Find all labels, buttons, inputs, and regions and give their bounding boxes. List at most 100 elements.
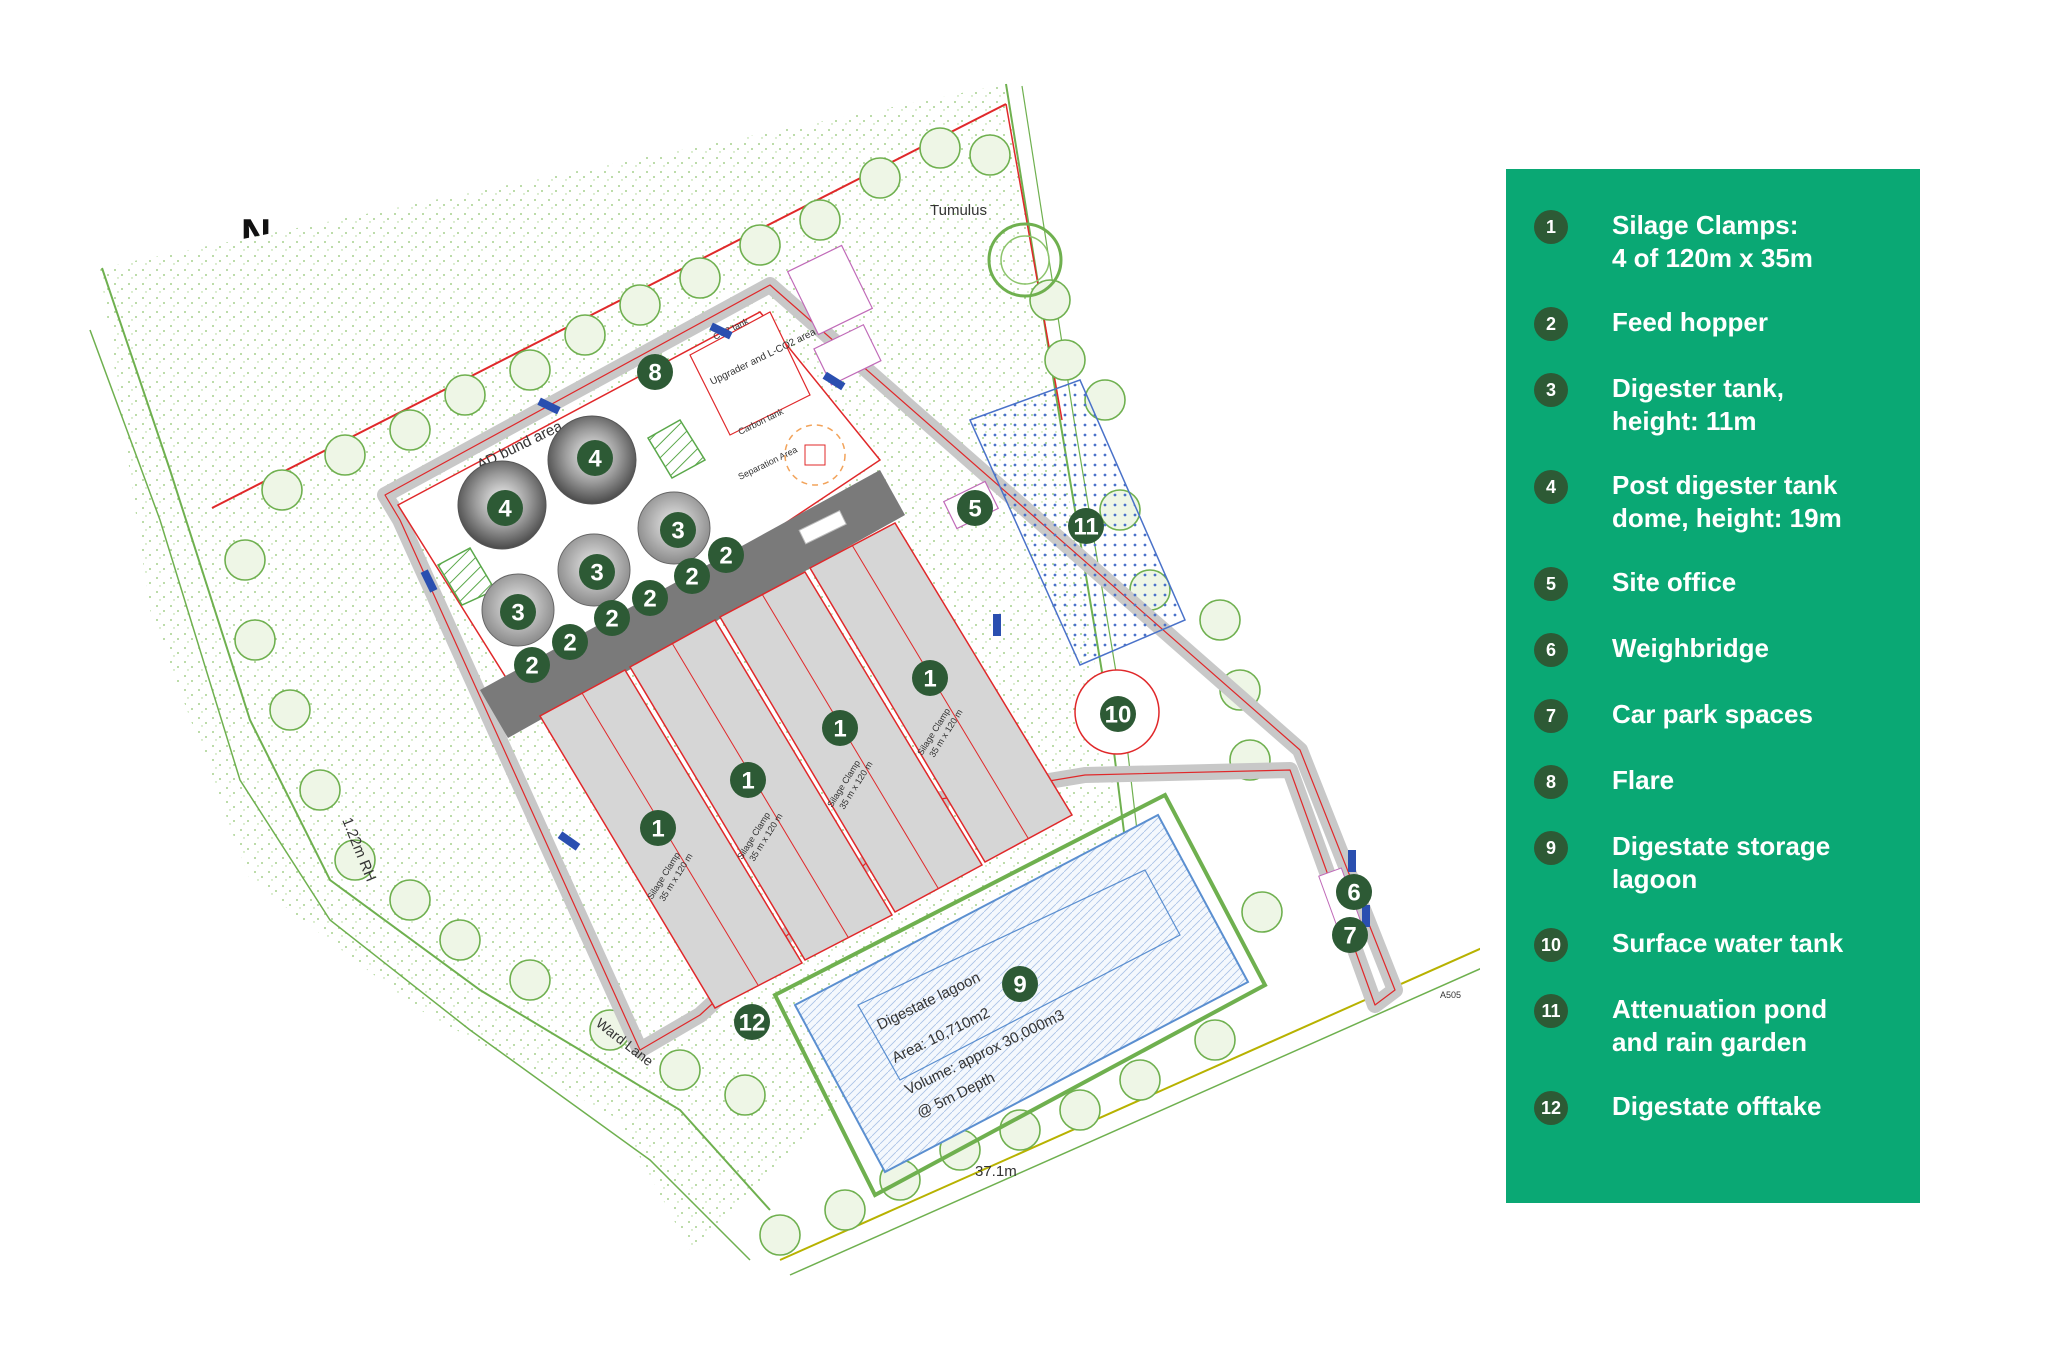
- tree: [389, 409, 431, 451]
- marker-surface-water-tank: 10: [1100, 696, 1136, 732]
- legend-label: Silage Clamps: 4 of 120m x 35m: [1612, 210, 1813, 273]
- legend-number: 8: [1534, 765, 1568, 799]
- tree: [619, 284, 661, 326]
- svg-text:1: 1: [833, 716, 846, 743]
- legend-item-attenuation-pond: 11 Attenuation pond and rain garden: [1534, 993, 1900, 1059]
- legend-number: 10: [1534, 928, 1568, 962]
- tree: [724, 1074, 766, 1116]
- legend-item-post-digester: 4 Post digester tank dome, height: 19m: [1534, 469, 1900, 535]
- flare-zone: [784, 424, 846, 486]
- legend-label: Surface water tank: [1612, 928, 1844, 958]
- marker-weighbridge: 6: [1336, 874, 1372, 910]
- svg-text:1: 1: [741, 768, 754, 795]
- legend-item-feed-hopper: 2 Feed hopper: [1534, 306, 1900, 341]
- marker-car-park: 7: [1332, 917, 1368, 953]
- marker-post-digester: 4: [487, 490, 523, 526]
- svg-text:10: 10: [1105, 702, 1132, 729]
- road-a505-edge: [789, 968, 1480, 1276]
- marker-feed-hopper: 2: [594, 600, 630, 636]
- lagoon-bund: [772, 792, 1268, 1198]
- legend-label: Attenuation pond and rain garden: [1612, 994, 1828, 1057]
- tree: [824, 1189, 866, 1231]
- blue-marker: [537, 397, 561, 415]
- tree: [969, 134, 1011, 176]
- blue-marker: [709, 322, 733, 340]
- legend-label: Flare: [1612, 765, 1675, 795]
- svg-text:3: 3: [511, 600, 524, 627]
- tree: [261, 469, 303, 511]
- legend-item-weighbridge: 6 Weighbridge: [1534, 632, 1900, 667]
- blue-marker: [557, 831, 581, 851]
- tree: [334, 839, 376, 881]
- building: [813, 323, 882, 386]
- svg-text:11: 11: [1073, 514, 1098, 541]
- legend-number: 9: [1534, 831, 1568, 865]
- marker-silage-clamp: 1: [730, 762, 766, 798]
- blue-marker: [822, 371, 846, 391]
- svg-text:9: 9: [1013, 972, 1026, 999]
- svg-text:1: 1: [923, 666, 936, 693]
- marker-feed-hopper: 2: [514, 647, 550, 683]
- legend-number: 6: [1534, 633, 1568, 667]
- marker-silage-clamp: 1: [912, 660, 948, 696]
- marker-feed-hopper: 2: [632, 580, 668, 616]
- legend-label: Digestate storage lagoon: [1612, 831, 1831, 894]
- legend-number: 4: [1534, 470, 1568, 504]
- svg-text:4: 4: [498, 496, 512, 523]
- marker-digester-tank: 3: [660, 512, 696, 548]
- tree: [324, 434, 366, 476]
- legend-item-site-office: 5 Site office: [1534, 566, 1900, 601]
- tree: [444, 374, 486, 416]
- legend-item-lagoon: 9 Digestate storage lagoon: [1534, 830, 1900, 896]
- svg-text:4: 4: [588, 446, 602, 473]
- legend-label: Digestate offtake: [1612, 1091, 1822, 1121]
- corridor-feature: [798, 509, 847, 545]
- svg-text:2: 2: [643, 586, 656, 613]
- legend-number: 5: [1534, 567, 1568, 601]
- svg-text:8: 8: [648, 360, 661, 387]
- tumulus-mound: [987, 222, 1063, 298]
- blue-marker: [1348, 850, 1356, 872]
- marker-lagoon: 9: [1002, 966, 1038, 1002]
- tree: [439, 919, 481, 961]
- legend-item-flare: 8 Flare: [1534, 764, 1900, 799]
- marker-post-digester: 4: [577, 440, 613, 476]
- legend-label: Weighbridge: [1612, 633, 1769, 663]
- blue-marker: [1362, 905, 1370, 927]
- legend-label: Feed hopper: [1612, 307, 1769, 337]
- legend-label: Site office: [1612, 567, 1737, 597]
- svg-text:1: 1: [651, 816, 664, 843]
- marker-site-office: 5: [957, 490, 993, 526]
- legend-item-surface-water-tank: 10 Surface water tank: [1534, 927, 1900, 962]
- legend-number: 3: [1534, 373, 1568, 407]
- svg-text:2: 2: [605, 606, 618, 633]
- legend-number: 12: [1534, 1091, 1568, 1125]
- svg-text:5: 5: [968, 496, 981, 523]
- tree: [1194, 1019, 1236, 1061]
- tumulus-label: Tumulus: [930, 202, 987, 219]
- tree: [509, 349, 551, 391]
- legend-number: 7: [1534, 699, 1568, 733]
- tree: [759, 1214, 801, 1256]
- tree: [659, 1049, 701, 1091]
- legend-label: Digester tank, height: 11m: [1612, 373, 1784, 436]
- marker-silage-clamp: 1: [640, 810, 676, 846]
- legend-label: Car park spaces: [1612, 699, 1813, 729]
- tree: [799, 199, 841, 241]
- tumulus-mound-inner: [1000, 235, 1050, 285]
- svg-text:7: 7: [1343, 923, 1356, 950]
- legend-item-digester-tank: 3 Digester tank, height: 11m: [1534, 372, 1900, 438]
- legend-item-silage-clamps: 1 Silage Clamps: 4 of 120m x 35m: [1534, 209, 1900, 275]
- marker-feed-hopper: 2: [708, 537, 744, 573]
- marker-feed-hopper: 2: [552, 624, 588, 660]
- blue-marker: [420, 569, 438, 593]
- svg-text:6: 6: [1347, 880, 1360, 907]
- marker-digester-tank: 3: [579, 554, 615, 590]
- tree: [1119, 1059, 1161, 1101]
- access-road-edge: [384, 284, 1396, 1051]
- tree: [1199, 599, 1241, 641]
- building: [786, 244, 874, 336]
- svg-text:2: 2: [525, 653, 538, 680]
- marker-digestate-offtake: 12: [734, 1004, 770, 1040]
- tree: [999, 1109, 1041, 1151]
